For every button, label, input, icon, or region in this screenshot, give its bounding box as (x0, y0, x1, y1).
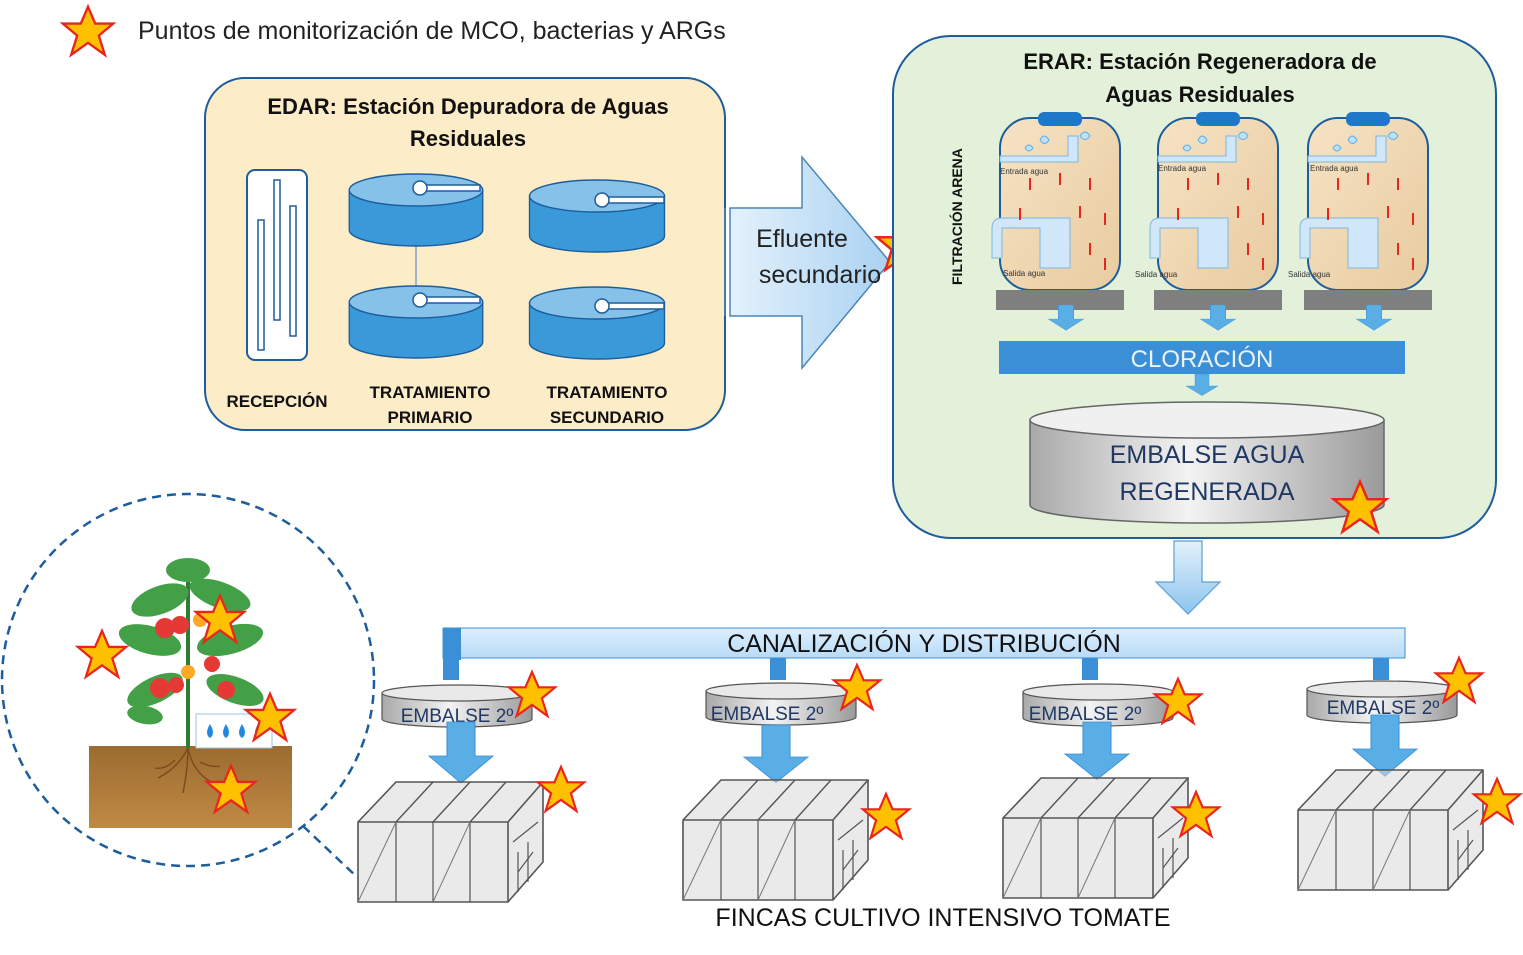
filter-3-inlet-label: Entrada agua (1310, 164, 1359, 173)
effluent-label-line2: secundario (759, 261, 881, 289)
sand-filter-3 (1299, 111, 1433, 331)
distribution-label: CANALIZACIÓN Y DISTRIBUCIÓN (727, 629, 1121, 658)
erar-panel: ERAR: Estación Regeneradora de Aguas Res… (892, 35, 1497, 539)
secondary-label-line1: TRATAMIENTO (547, 383, 668, 402)
secondary-reservoir-label-4: EMBALSE 2º (1327, 698, 1440, 719)
filter-1-outlet-label: Salida agua (1003, 269, 1046, 278)
edar-panel: EDAR: Estación Depuradora de Aguas Resid… (204, 77, 726, 431)
greenhouse-star-icon-1 (536, 765, 586, 813)
filter-3-outlet-label: Salida agua (1288, 270, 1331, 279)
chlorination-bar: CLORACIÓN (999, 341, 1405, 374)
reservoir-label-line2: REGENERADA (1119, 478, 1294, 506)
chlorination-label: CLORACIÓN (1131, 346, 1274, 373)
greenhouse-star-icon-2 (861, 792, 911, 840)
erar-title-line1: ERAR: Estación Regeneradora de (1023, 49, 1376, 74)
secondary-reservoir-label-1: EMBALSE 2º (401, 706, 514, 727)
primary-label-line2: PRIMARIO (388, 408, 473, 427)
erar-title-line2: Aguas Residuales (1105, 82, 1295, 107)
filter-1-inlet-label: Entrada agua (1000, 167, 1049, 176)
edar-title-line2: Residuales (410, 126, 526, 151)
edar-title-line1: EDAR: Estación Depuradora de Aguas (267, 94, 668, 119)
primary-tanks (348, 173, 484, 359)
reception-label: RECEPCIÓN (226, 392, 327, 411)
secondary-label-line2: SECUNDARIO (550, 408, 664, 427)
sand-filter-1 (991, 111, 1125, 331)
soil (89, 746, 292, 828)
distribution-bar: CANALIZACIÓN Y DISTRIBUCIÓN (442, 627, 1406, 680)
filter-2-inlet-label: Entrada agua (1158, 164, 1207, 173)
farm-column-3: EMBALSE 2º (1002, 677, 1221, 899)
effluent-arrow: Efluente secundario (724, 154, 931, 371)
secondary-reservoir-label-2: EMBALSE 2º (711, 704, 824, 725)
filter-2-outlet-label: Salida agua (1135, 270, 1178, 279)
farms-label: FINCAS CULTIVO INTENSIVO TOMATE (715, 904, 1170, 932)
farm-column-4: EMBALSE 2º (1297, 656, 1522, 891)
legend-label: Puntos de monitorización de MCO, bacteri… (138, 17, 726, 45)
farm-column-1: EMBALSE 2º (357, 670, 586, 903)
legend: Puntos de monitorización de MCO, bacteri… (61, 5, 726, 56)
secondary-reservoir-label-3: EMBALSE 2º (1029, 704, 1142, 725)
primary-label-line1: TRATAMIENTO (370, 383, 491, 402)
effluent-label-line1: Efluente (756, 225, 848, 253)
legend-star-icon (61, 5, 115, 56)
filtration-label: FILTRACIÓN ARENA (948, 148, 965, 285)
regenerated-reservoir: EMBALSE AGUA REGENERADA (1029, 401, 1388, 533)
reservoir-outflow-arrow (1154, 540, 1222, 615)
roots (154, 747, 221, 794)
secondary-tanks (528, 179, 666, 360)
reservoir-label-line1: EMBALSE AGUA (1110, 441, 1305, 469)
tomato-plant-zoom (0, 492, 376, 879)
sand-filter-2 (1149, 111, 1283, 331)
farm-column-2: EMBALSE 2º (682, 663, 911, 901)
reception-channel (246, 169, 308, 361)
